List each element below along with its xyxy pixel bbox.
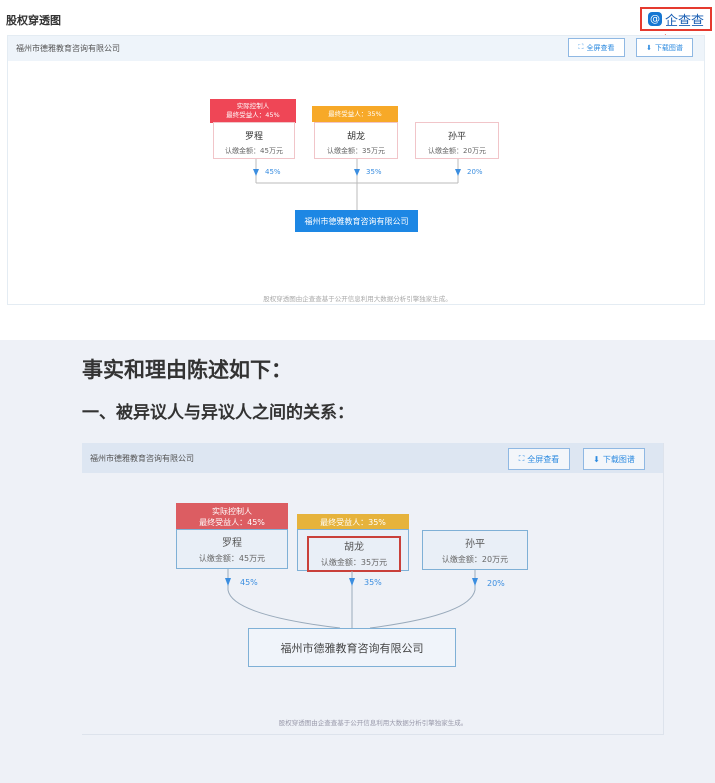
badge-line: 最终受益人：45%	[199, 517, 265, 527]
share-percent: 45%	[240, 578, 258, 587]
download-label: 下载图谱	[654, 43, 683, 52]
document-heading: 事实和理由陈述如下：	[82, 357, 292, 382]
share-percent: 20%	[467, 168, 483, 176]
shareholder-amount: 认缴金额：20万元	[441, 555, 509, 564]
share-percent: 20%	[487, 579, 505, 588]
badge-line: 最终受益人：35%	[320, 517, 386, 527]
share-percent: 35%	[366, 168, 382, 176]
expand-icon: ⛶	[518, 454, 525, 463]
shareholder-name: 胡龙	[344, 542, 364, 553]
shareholder-name: 罗程	[244, 132, 263, 142]
fullscreen-label: 全屏查看	[527, 454, 560, 464]
shareholder-amount: 认缴金额：35万元	[327, 147, 385, 155]
badge-line: 最终受益人：45%	[226, 111, 280, 119]
beneficiary-badge: 最终受益人：35%	[297, 514, 409, 530]
share-percent: 35%	[364, 578, 382, 587]
logo-text: 企查查	[664, 13, 704, 29]
shareholder-card[interactable]: 罗程认缴金额：45万元	[176, 529, 288, 569]
shareholder-card[interactable]: 孙平认缴金额：20万元	[422, 530, 528, 570]
shareholder-name: 孙平	[447, 132, 466, 142]
shareholder-amount: 认缴金额：20万元	[428, 147, 486, 155]
document-subheading: 一、被异议人与异议人之间的关系：	[82, 403, 354, 423]
chart-footer: 股权穿透图由企查查基于公开信息利用大数据分析引擎独家生成。	[263, 295, 452, 303]
download-button[interactable]: ⬇下载图谱	[583, 448, 645, 470]
company-node[interactable]: 福州市德雅教育咨询有限公司	[248, 628, 456, 667]
shareholder-card[interactable]: 孙平认缴金额：20万元	[415, 122, 499, 159]
download-label: 下载图谱	[602, 454, 635, 464]
shareholder-card[interactable]: 胡龙认缴金额：35万元	[314, 122, 398, 159]
company-node[interactable]: 福州市德雅教育咨询有限公司	[295, 210, 418, 232]
expand-icon: ⛶	[578, 43, 584, 51]
controller-badge: 实际控制人最终受益人：45%	[210, 99, 296, 123]
chart-footer: 股权穿透图由企查查基于公开信息利用大数据分析引擎独家生成。	[278, 719, 468, 727]
qichacha-logo-icon: @	[647, 12, 662, 26]
badge-line: 实际控制人	[212, 506, 252, 516]
connector-lines	[253, 159, 461, 210]
highlighted-shareholder: 胡龙认缴金额：35万元	[307, 536, 401, 572]
company-header: 福州市德雅教育咨询有限公司	[16, 44, 120, 53]
shareholder-amount: 认缴金额：45万元	[198, 554, 266, 563]
fullscreen-label: 全屏查看	[586, 43, 615, 52]
badge-line: 实际控制人	[236, 102, 270, 110]
company-header: 福州市德雅教育咨询有限公司	[90, 453, 194, 463]
shareholder-card[interactable]: 罗程认缴金额：45万元	[213, 122, 295, 159]
shareholder-name: 罗程	[222, 538, 242, 549]
download-button[interactable]: ⬇下载图谱	[636, 38, 693, 57]
share-percent: 45%	[265, 168, 281, 176]
fullscreen-button[interactable]: ⛶全屏查看	[568, 38, 625, 57]
shareholder-amount: 认缴金额：45万元	[225, 147, 283, 155]
download-icon: ⬇	[646, 43, 652, 52]
shareholder-name: 胡龙	[346, 132, 365, 142]
qichacha-logo[interactable]: @企查查	[640, 7, 712, 31]
badge-line: 最终受益人：35%	[328, 109, 382, 118]
download-icon: ⬇	[593, 454, 600, 464]
fullscreen-button[interactable]: ⛶全屏查看	[508, 448, 570, 470]
controller-badge: 实际控制人最终受益人：45%	[176, 503, 288, 530]
beneficiary-badge: 最终受益人：35%	[312, 106, 398, 122]
shareholder-name: 孙平	[465, 539, 485, 550]
page-title: 股权穿透图	[6, 14, 61, 27]
shareholder-amount: 认缴金额：35万元	[320, 558, 388, 567]
